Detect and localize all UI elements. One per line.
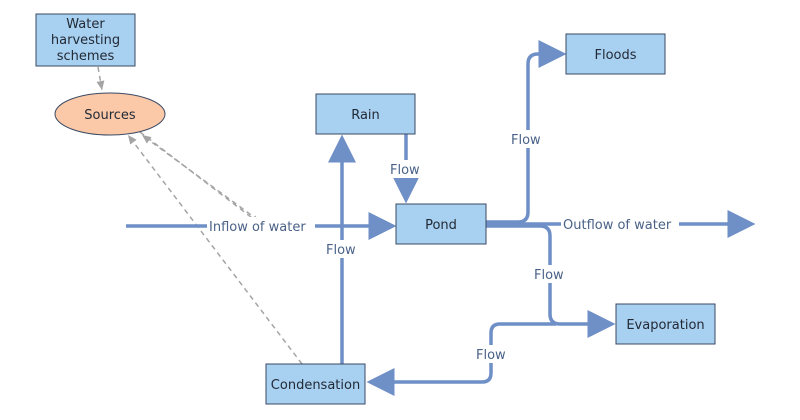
node-pond: Pond [395,203,487,245]
sources-label: Sources [84,108,136,123]
node-evaporation: Evaporation [615,303,716,345]
water-harvesting-line-2: harvesting [51,33,120,48]
water-harvesting-line-3: schemes [57,49,115,64]
dash-inflow-to-sources [141,134,259,221]
rain-label: Rain [351,108,380,123]
inflow-label: Inflow of water [209,220,306,235]
condensation-label: Condensation [271,378,360,393]
evaporation-to-condensation-arrow [366,322,556,396]
dash-condensation-to-sources [127,134,303,365]
evaporation-label: Evaporation [626,318,704,333]
condensation-to-rain-label: Flow [326,243,356,258]
water-harvesting-line-1: Water [66,17,105,32]
dash-sources-to-inflow [139,131,261,225]
node-condensation: Condensation [265,363,366,405]
evaporation-to-condensation-label: Flow [476,348,506,363]
node-floods: Floods [565,33,666,75]
node-rain: Rain [315,93,416,135]
node-sources: Sources [54,92,166,136]
dash-schemes-to-sources [96,66,105,91]
pond-to-floods-label: Flow [511,133,541,148]
node-water-harvesting-schemes: Water harvesting schemes [35,13,136,67]
pond-to-evaporation-label: Flow [534,268,564,283]
pond-label: Pond [425,218,457,233]
floods-label: Floods [594,48,636,63]
rain-to-pond-label: Flow [390,163,420,178]
outflow-label: Outflow of water [563,218,672,233]
